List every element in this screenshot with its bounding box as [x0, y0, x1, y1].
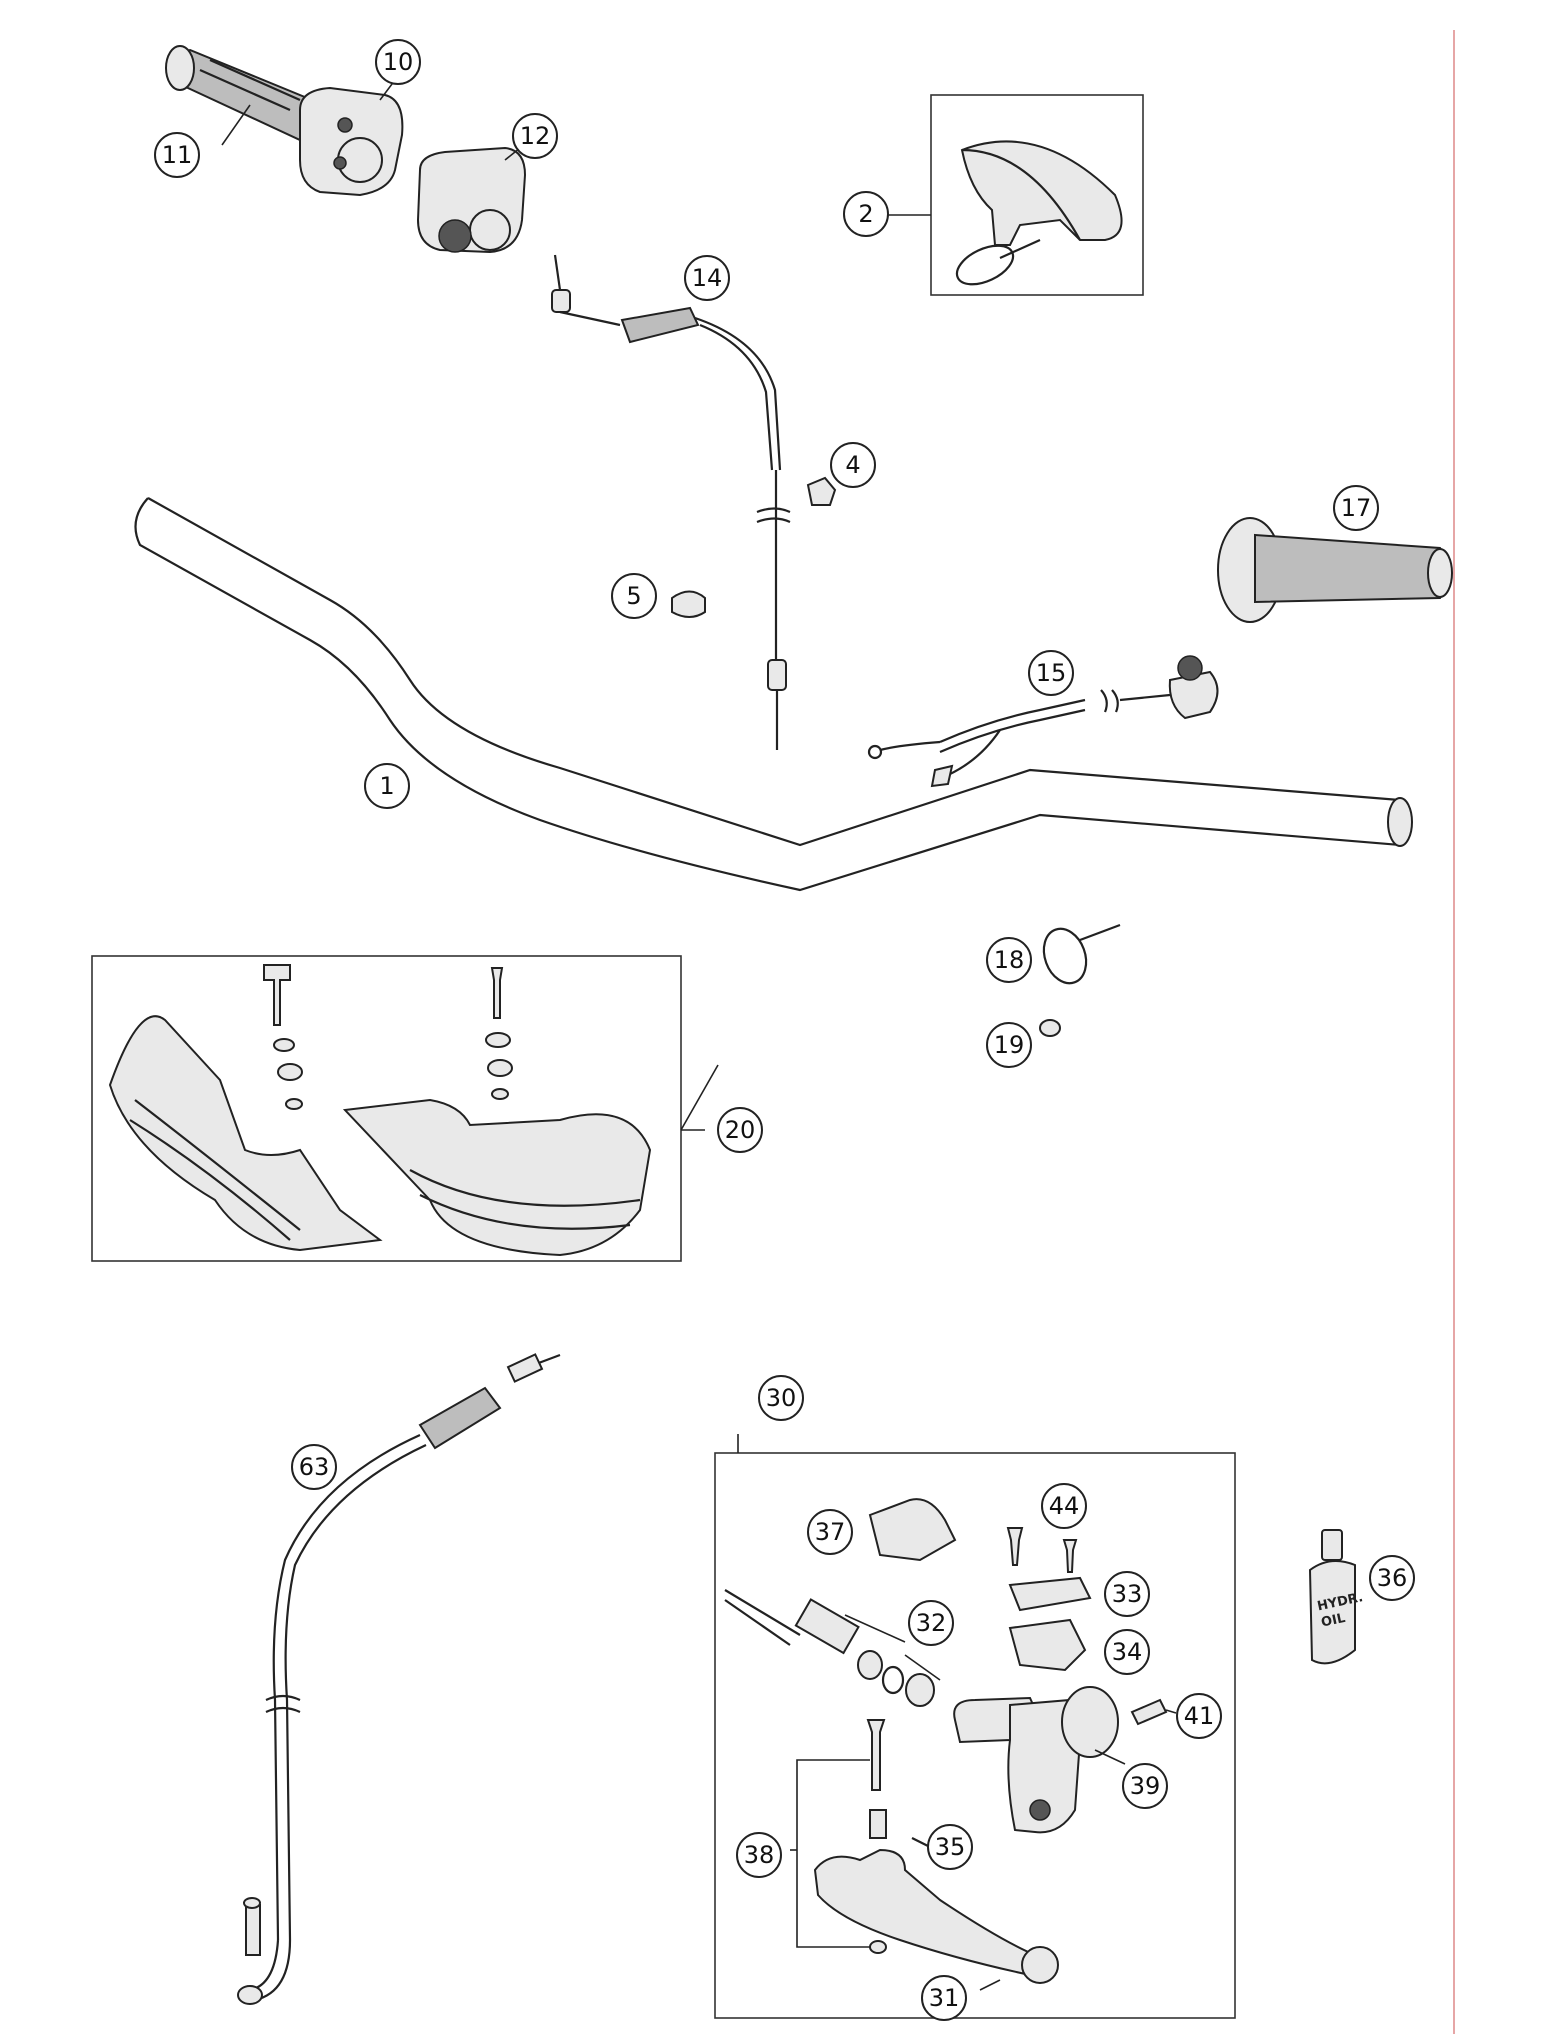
callout-32: 32: [908, 1600, 954, 1646]
callout-38-label: 38: [744, 1841, 775, 1869]
callout-44: 44: [1041, 1483, 1087, 1529]
callout-15-label: 15: [1036, 659, 1067, 687]
callout-17: 17: [1333, 485, 1379, 531]
callout-44-label: 44: [1049, 1492, 1080, 1520]
callout-41: 41: [1176, 1693, 1222, 1739]
callout-30: 30: [758, 1375, 804, 1421]
callout-4-label: 4: [845, 451, 860, 479]
callout-35: 35: [927, 1824, 973, 1870]
callout-5: 5: [611, 573, 657, 619]
clutch-line-part: [237, 1353, 561, 2005]
callout-10-label: 10: [383, 48, 414, 76]
callout-18-label: 18: [994, 946, 1025, 974]
callout-11-label: 11: [162, 141, 193, 169]
callout-33-label: 33: [1112, 1580, 1143, 1608]
callout-41-label: 41: [1184, 1702, 1215, 1730]
rubber-boot-kit-box: [930, 94, 1144, 296]
callout-38: 38: [736, 1832, 782, 1878]
callout-19-label: 19: [994, 1031, 1025, 1059]
callout-12: 12: [512, 113, 558, 159]
callout-17-label: 17: [1341, 494, 1372, 522]
throttle-cable-part: [551, 254, 791, 750]
oil-label-line2: OIL: [1320, 1611, 1347, 1631]
cable-tie-part: [1042, 923, 1121, 985]
callout-39: 39: [1122, 1763, 1168, 1809]
callout-37-label: 37: [815, 1518, 846, 1546]
callout-34-label: 34: [1112, 1638, 1143, 1666]
callout-12-label: 12: [520, 122, 551, 150]
hand-guard-kit-box: [91, 955, 682, 1262]
callout-34: 34: [1104, 1629, 1150, 1675]
callout-39-label: 39: [1130, 1772, 1161, 1800]
callout-14: 14: [684, 255, 730, 301]
callout-30-label: 30: [766, 1384, 797, 1412]
callout-4: 4: [830, 442, 876, 488]
handlebar-part: [134, 497, 1413, 892]
cable-nut-part: [806, 476, 837, 506]
callout-1-label: 1: [379, 772, 394, 800]
throttle-cover-part: [416, 146, 527, 254]
callout-63: 63: [291, 1444, 337, 1490]
callout-31: 31: [921, 1975, 967, 2021]
callout-33: 33: [1104, 1571, 1150, 1617]
callout-63-label: 63: [299, 1453, 330, 1481]
callout-37: 37: [807, 1509, 853, 1555]
left-grip-part: [1217, 517, 1453, 623]
callout-10: 10: [375, 39, 421, 85]
callout-20-label: 20: [725, 1116, 756, 1144]
cable-clip-part: [671, 590, 706, 618]
throttle-housing-part: [299, 86, 404, 197]
callout-35-label: 35: [935, 1833, 966, 1861]
callout-2: 2: [843, 191, 889, 237]
callout-36-label: 36: [1377, 1564, 1408, 1592]
callout-group: 10 11 12 2 14 4 5 17 15 1 18 19 20 30 63…: [154, 39, 1415, 2021]
callout-32-label: 32: [916, 1609, 947, 1637]
callout-36: 36: [1369, 1555, 1415, 1601]
callout-15: 15: [1028, 650, 1074, 696]
master-cylinder-kit-box: [714, 1452, 1236, 2019]
callout-1: 1: [364, 763, 410, 809]
callout-14-label: 14: [692, 264, 723, 292]
hydraulic-oil-bottle: HYDR. OIL: [1308, 1529, 1364, 1665]
grommet-part: [1039, 1019, 1061, 1037]
kill-switch-part: [867, 655, 1219, 788]
callout-2-label: 2: [858, 200, 873, 228]
callout-20: 20: [717, 1107, 763, 1153]
callout-11: 11: [154, 132, 200, 178]
callout-19: 19: [986, 1022, 1032, 1068]
callout-5-label: 5: [626, 582, 641, 610]
callout-18: 18: [986, 937, 1032, 983]
callout-31-label: 31: [929, 1984, 960, 2012]
throttle-grip-part: [165, 45, 316, 142]
